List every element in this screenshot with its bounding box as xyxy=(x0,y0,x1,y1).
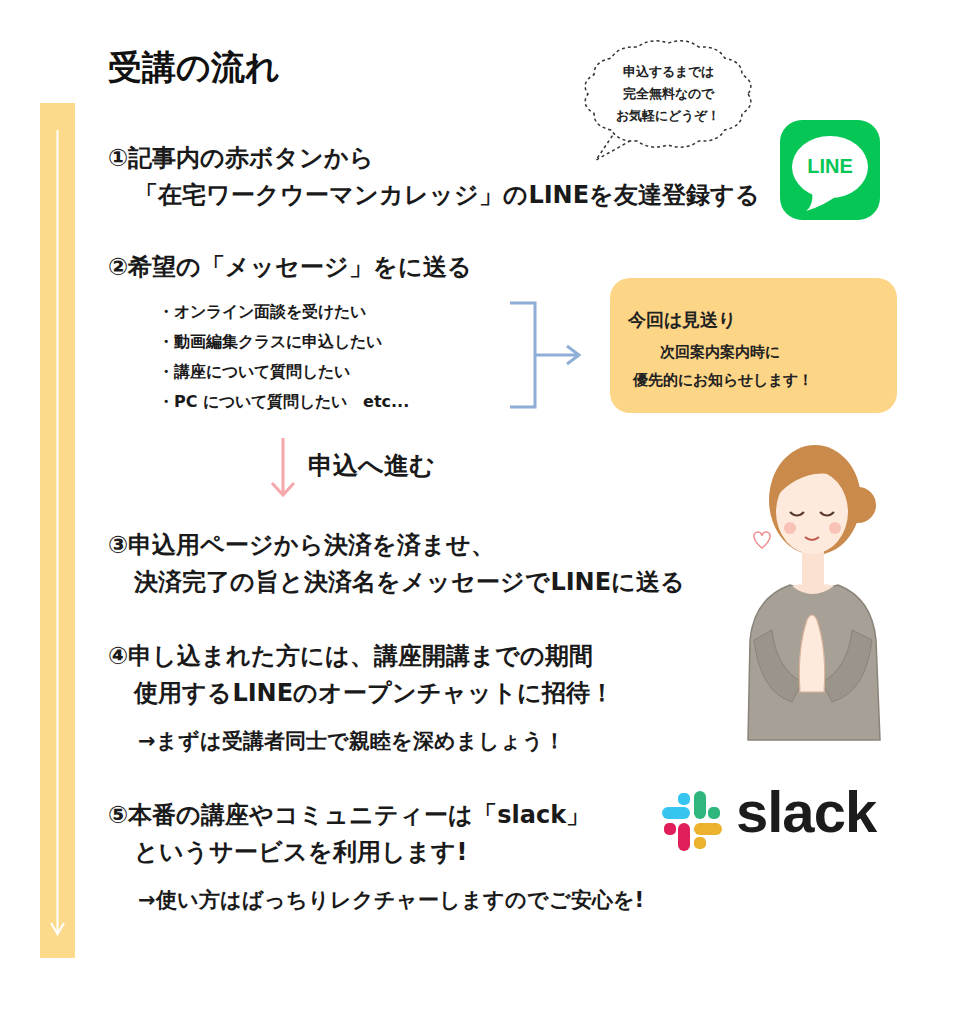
proceed-line xyxy=(282,438,285,493)
left-sleeve xyxy=(754,630,802,702)
timeline-line xyxy=(57,130,59,932)
bullet-item: ・オンライン面談を受けたい xyxy=(158,300,366,324)
note-heading: 今回は見送り xyxy=(628,308,879,332)
logo-text: slack xyxy=(736,780,876,844)
right-sleeve xyxy=(822,630,872,702)
step-text: ④申し込まれた方には、講座開講までの期間 使用するLINEのオープンチャットに招… xyxy=(108,638,808,712)
bracket-pointer xyxy=(535,354,578,357)
slack-dot xyxy=(664,823,676,835)
slack-bar xyxy=(662,807,690,819)
slack-bar xyxy=(694,823,722,835)
hair xyxy=(769,445,861,555)
step-text: ①記事内の赤ボタンから 「在宅ワークウーマンカレッジ」のLINEを友達登録する xyxy=(108,140,908,214)
slack-icon xyxy=(662,791,722,851)
hands xyxy=(799,615,824,692)
slack-dot xyxy=(708,807,720,819)
step-note: →使い方はばっちりレクチャーしますのでご安心を! xyxy=(138,886,644,914)
step-text: ③申込用ページから決済を済ませ、 決済完了の旨と決済名をメッセージでLINEに送… xyxy=(108,527,808,601)
slack-bar xyxy=(678,823,690,851)
arrow-label: 申込へ進む xyxy=(308,448,435,484)
blush xyxy=(784,522,796,534)
proceed-arrow xyxy=(272,438,294,495)
step-note: →まずは受講者同士で親睦を深めましょう！ xyxy=(138,727,565,755)
timeline-bar xyxy=(40,103,75,958)
neckline xyxy=(792,584,834,594)
note-box: 今回は見送り次回案内案内時に 優先的にお知らせします！ xyxy=(610,278,897,413)
heart xyxy=(754,532,770,548)
slack-dot xyxy=(694,837,706,849)
line-bubble-body xyxy=(792,136,868,198)
note-body: 次回案内案内時に 優先的にお知らせします！ xyxy=(628,338,879,394)
bullet-item: ・動画編集クラスに申込したい xyxy=(158,330,382,354)
logo-text: LINE xyxy=(807,154,853,178)
bracket xyxy=(510,303,535,407)
speech-bubble: 申込するまでは 完全無料なので お気軽にどうぞ！ xyxy=(578,35,758,153)
closed-eyes xyxy=(790,512,834,516)
bracket-arrow xyxy=(510,303,579,407)
slack-dot xyxy=(678,793,690,805)
slack-bar xyxy=(694,791,706,819)
bullet-item: ・PC について質問したい etc... xyxy=(158,390,409,414)
woman-illustration xyxy=(748,445,880,740)
step-text: ⑤本番の講座やコミュニティーは「slack」 というサービスを利用します! xyxy=(108,797,648,871)
step-text: ②希望の「メッセージ」をに送る xyxy=(108,250,472,284)
bullet-item: ・講座について質問したい xyxy=(158,360,350,384)
page-title: 受講の流れ xyxy=(108,46,280,88)
smile xyxy=(805,537,819,540)
fringe xyxy=(772,452,858,502)
blush xyxy=(829,522,841,534)
timeline-arrowhead xyxy=(51,923,64,934)
sweater xyxy=(748,585,880,740)
timeline-band xyxy=(40,103,75,958)
bracket-arrowhead xyxy=(567,346,579,364)
proceed-arrowhead xyxy=(272,483,294,495)
line-icon: LINE xyxy=(780,120,880,220)
bubble-text: 申込するまでは 完全無料なので お気軽にどうぞ！ xyxy=(578,61,758,127)
